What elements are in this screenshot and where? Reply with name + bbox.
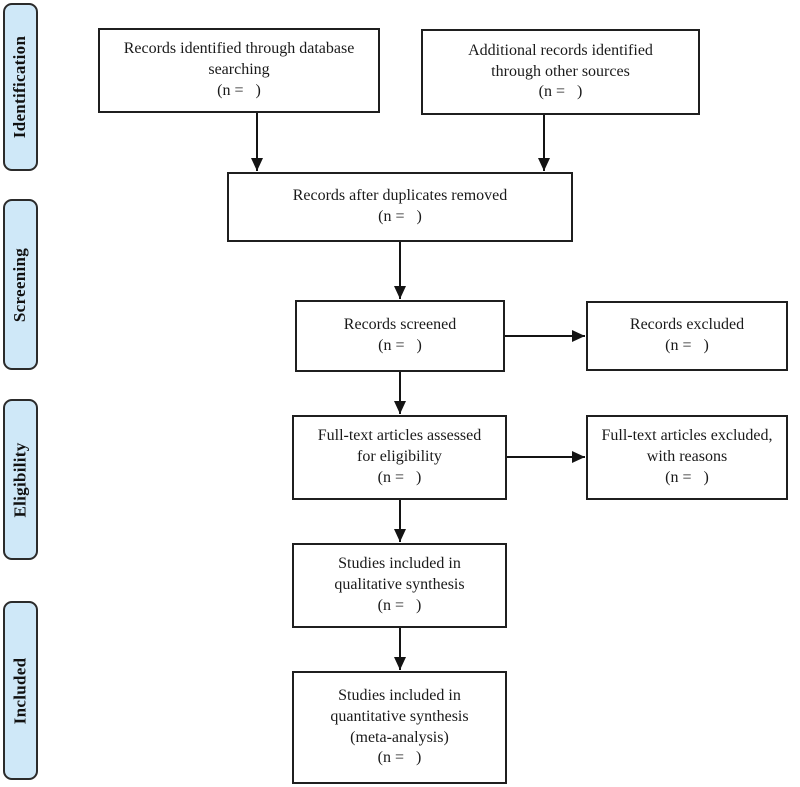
box-records-after-duplicates-removed: Records after duplicates removed (n = ) bbox=[227, 172, 573, 242]
stage-eligibility-label: Eligibility bbox=[10, 441, 30, 518]
stage-included: Included bbox=[3, 601, 38, 780]
stage-eligibility: Eligibility bbox=[3, 399, 38, 560]
box-fulltext-excluded: Full-text articles excluded, with reason… bbox=[586, 415, 788, 500]
stage-screening-label: Screening bbox=[10, 247, 30, 322]
box-qualitative-synthesis: Studies included in qualitative synthesi… bbox=[292, 543, 507, 628]
box-quantitative-synthesis: Studies included in quantitative synthes… bbox=[292, 671, 507, 784]
box-records-identified-database: Records identified through database sear… bbox=[98, 28, 380, 113]
stage-included-label: Included bbox=[10, 657, 30, 724]
box-records-screened: Records screened (n = ) bbox=[295, 300, 505, 372]
box-records-excluded: Records excluded (n = ) bbox=[586, 301, 788, 371]
box-additional-records-other-sources: Additional records identified through ot… bbox=[421, 29, 700, 115]
box-fulltext-assessed: Full-text articles assessed for eligibil… bbox=[292, 415, 507, 500]
stage-screening: Screening bbox=[3, 199, 38, 370]
stage-identification: Identification bbox=[3, 3, 38, 171]
stage-identification-label: Identification bbox=[10, 35, 30, 139]
